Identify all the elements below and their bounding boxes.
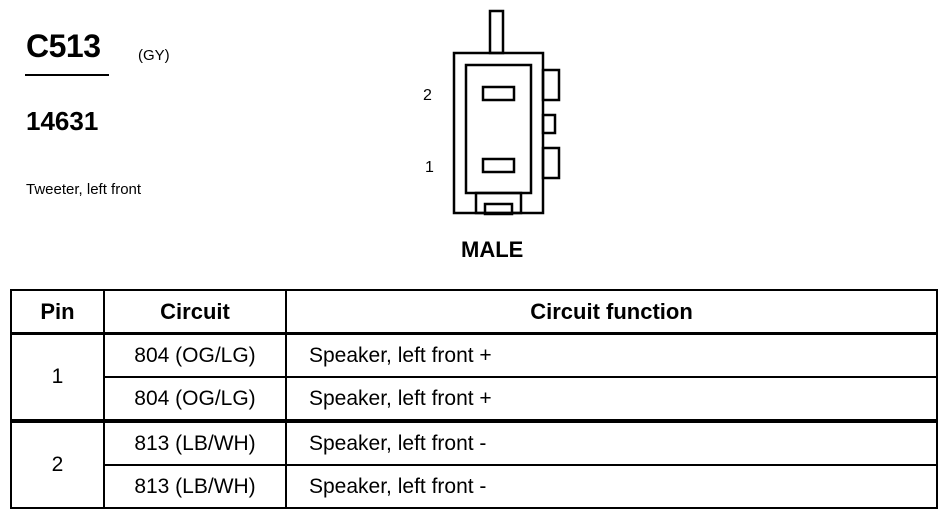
- terminal-pin-2: [481, 85, 516, 102]
- header-circuit-function: Circuit function: [285, 289, 938, 335]
- circuit-function-cell: Speaker, left front +: [285, 332, 938, 378]
- circuit-cell: 804 (OG/LG): [103, 376, 287, 422]
- table-row: 2 813 (LB/WH) Speaker, left front -: [10, 419, 938, 509]
- connector-id: C513: [26, 28, 101, 64]
- table-row: 804 (OG/LG) Speaker, left front +: [11, 376, 938, 422]
- connector-latch: [488, 9, 505, 55]
- connector-face-icon: [452, 9, 561, 216]
- connector-housing: [452, 51, 545, 215]
- connector-gender-label: MALE: [461, 237, 524, 262]
- pin-label-2: 2: [423, 87, 432, 104]
- terminal-pin-1: [481, 157, 516, 174]
- connector-key-middle: [541, 113, 557, 135]
- header-circuit: Circuit: [103, 289, 287, 335]
- pin-label-1: 1: [425, 159, 434, 176]
- pin-number-cell: 1: [10, 332, 105, 422]
- header-pin: Pin: [10, 289, 105, 335]
- connector-description: Tweeter, left front: [26, 181, 142, 198]
- circuit-cell: 813 (LB/WH): [103, 464, 287, 509]
- circuit-function-cell: Speaker, left front +: [285, 376, 938, 422]
- pin-number-cell: 2: [10, 419, 105, 509]
- pin-circuit-table: Pin Circuit Circuit function 1 804 (OG/L…: [10, 289, 938, 509]
- part-number: 14631: [26, 106, 99, 136]
- circuit-cell: 813 (LB/WH): [103, 419, 287, 466]
- connector-face-diagram: [415, 8, 575, 228]
- circuit-function-cell: Speaker, left front -: [285, 419, 938, 466]
- connector-key-bottom: [541, 146, 561, 180]
- connector-bottom-tab-inner: [483, 202, 514, 216]
- circuit-function-cell: Speaker, left front -: [285, 464, 938, 509]
- connector-color-code: (GY): [138, 47, 170, 64]
- connector-key-top: [541, 68, 561, 102]
- table-row: 1 804 (OG/LG) Speaker, left front +: [10, 332, 938, 422]
- connector-id-underline: [25, 74, 109, 76]
- connector-inner-body: [464, 63, 533, 195]
- table-header-row: Pin Circuit Circuit function: [10, 289, 938, 335]
- table-row: 813 (LB/WH) Speaker, left front -: [11, 464, 938, 509]
- circuit-cell: 804 (OG/LG): [103, 332, 287, 378]
